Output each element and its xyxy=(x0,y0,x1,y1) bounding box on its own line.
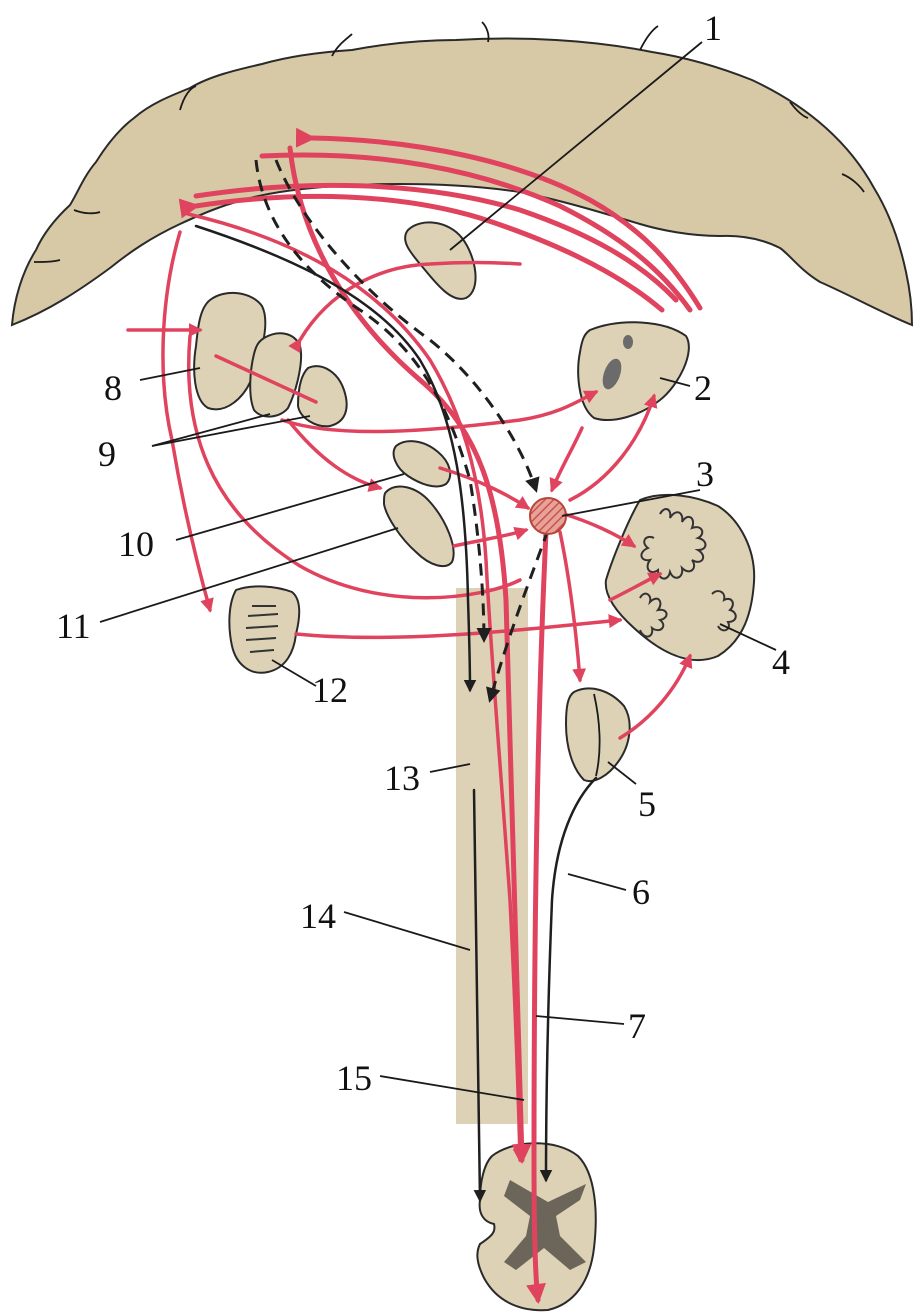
label-9: 9 xyxy=(98,434,116,474)
label-1: 1 xyxy=(704,8,722,48)
structure-10 xyxy=(394,441,451,486)
structure-1 xyxy=(405,222,475,298)
label-14: 14 xyxy=(300,896,336,936)
structure-3 xyxy=(530,498,566,534)
label-8: 8 xyxy=(104,368,122,408)
label-11: 11 xyxy=(56,606,91,646)
label-12: 12 xyxy=(312,670,348,710)
label-2: 2 xyxy=(694,368,712,408)
label-13: 13 xyxy=(384,758,420,798)
label-5: 5 xyxy=(638,784,656,824)
label-6: 6 xyxy=(632,872,650,912)
label-7: 7 xyxy=(628,1006,646,1046)
label-15: 15 xyxy=(336,1058,372,1098)
structure-2 xyxy=(578,322,689,420)
label-4: 4 xyxy=(772,642,790,682)
label-3: 3 xyxy=(696,454,714,494)
structure-12 xyxy=(229,586,299,672)
label-10: 10 xyxy=(118,524,154,564)
structure-11 xyxy=(384,487,454,567)
